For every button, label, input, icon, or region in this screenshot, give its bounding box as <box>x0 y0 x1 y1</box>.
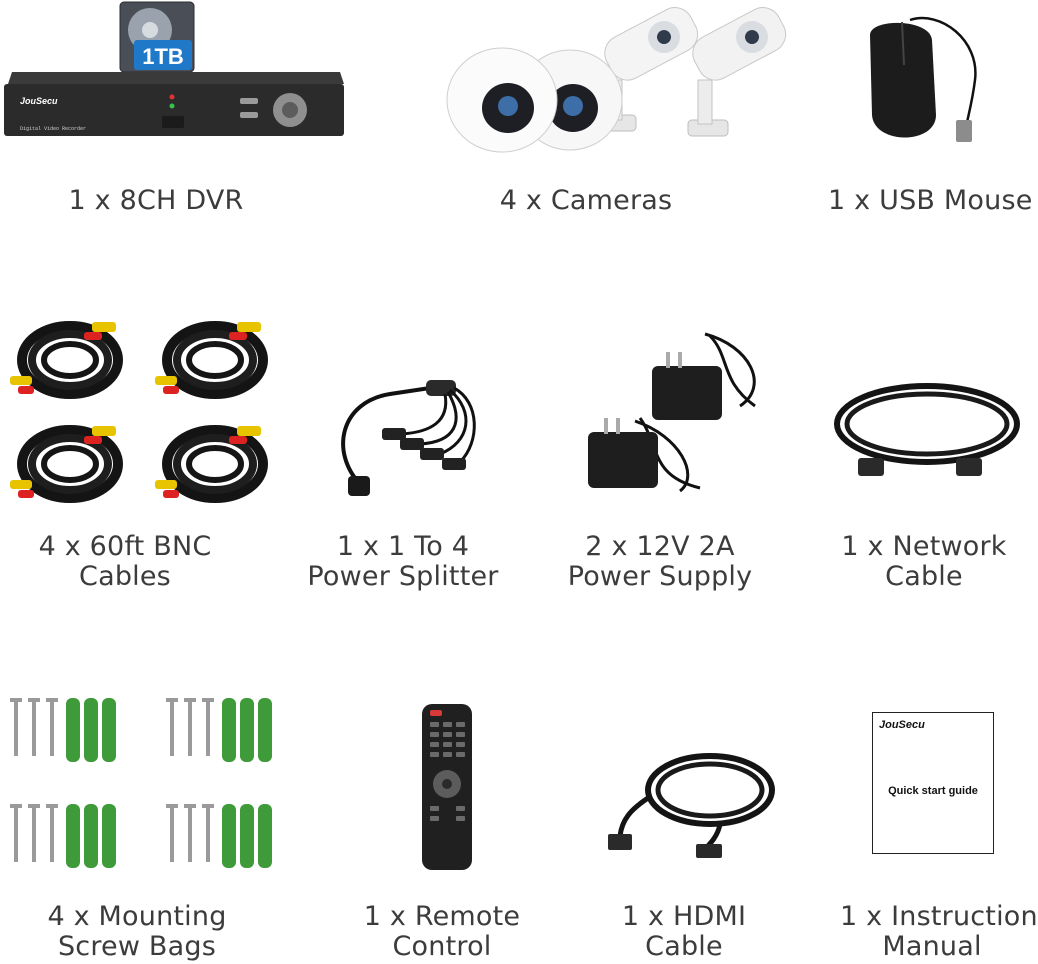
caption-line: 1 x HDMI <box>621 901 747 932</box>
item-caption: 1 x HDMI Cable <box>606 902 762 962</box>
caption-line: 2 x 12V 2A <box>585 531 735 562</box>
power-splitter-icon <box>330 372 490 502</box>
item-caption: 1 x 8CH DVR <box>0 186 312 216</box>
item-caption: 1 x USB Mouse <box>828 185 1033 216</box>
dvr-brand: JouSecu <box>20 96 58 106</box>
power-adapter-icon <box>580 326 780 501</box>
item-caption: 4 x 60ft BNC Cables <box>0 532 250 592</box>
caption-line: 4 x Cameras <box>499 185 673 216</box>
caption-line: 1 x USB Mouse <box>828 185 1033 216</box>
usb-mouse-icon <box>860 10 1000 150</box>
screw-anchor-icon <box>6 696 286 876</box>
hdd-label: 1TB <box>142 44 184 69</box>
caption-line: Cables <box>79 561 171 592</box>
hdmi-cable-icon <box>600 750 780 860</box>
caption-line: 1 x Remote <box>363 901 521 932</box>
caption-line: 1 x 1 To 4 <box>336 531 470 562</box>
item-caption: 4 x Mounting Screw Bags <box>34 902 240 962</box>
booklet-title: Quick start guide <box>888 785 978 797</box>
caption-line: 4 x 60ft BNC <box>38 531 212 562</box>
caption-line: Power Supply <box>567 561 753 592</box>
caption-line: Cable <box>645 931 723 962</box>
booklet-brand: JouSecu <box>879 719 925 731</box>
remote-control-icon <box>420 702 476 872</box>
item-caption: 1 x Network Cable <box>836 532 1012 592</box>
item-caption: 1 x 1 To 4 Power Splitter <box>300 532 506 592</box>
caption-line: Manual <box>882 931 982 962</box>
caption-line: 4 x Mounting <box>47 901 227 932</box>
caption-line: Cable <box>885 561 963 592</box>
dvr-panel-label: Digital Video Recorder <box>20 126 86 132</box>
caption-line: Control <box>392 931 492 962</box>
caption-line: 1 x Instruction <box>840 901 1038 932</box>
bnc-cable-icon <box>0 318 270 508</box>
caption-line: Power Splitter <box>307 561 499 592</box>
dvr-recorder-icon: 1TB JouSecu Digital Video Recorder <box>0 0 350 145</box>
network-cable-icon <box>830 378 1024 488</box>
item-caption: 4 x Cameras <box>440 186 732 216</box>
caption-line: 1 x Network <box>841 531 1007 562</box>
security-camera-icon <box>440 0 787 153</box>
item-caption: 1 x Remote Control <box>360 902 524 962</box>
item-caption: 1 x Instruction Manual <box>840 901 1038 962</box>
caption-line: Screw Bags <box>57 931 217 962</box>
manual-booklet-icon: JouSecu Quick start guide <box>872 712 994 854</box>
item-caption: 2 x 12V 2A Power Supply <box>560 532 760 592</box>
caption-line: 1 x 8CH DVR <box>68 185 244 216</box>
